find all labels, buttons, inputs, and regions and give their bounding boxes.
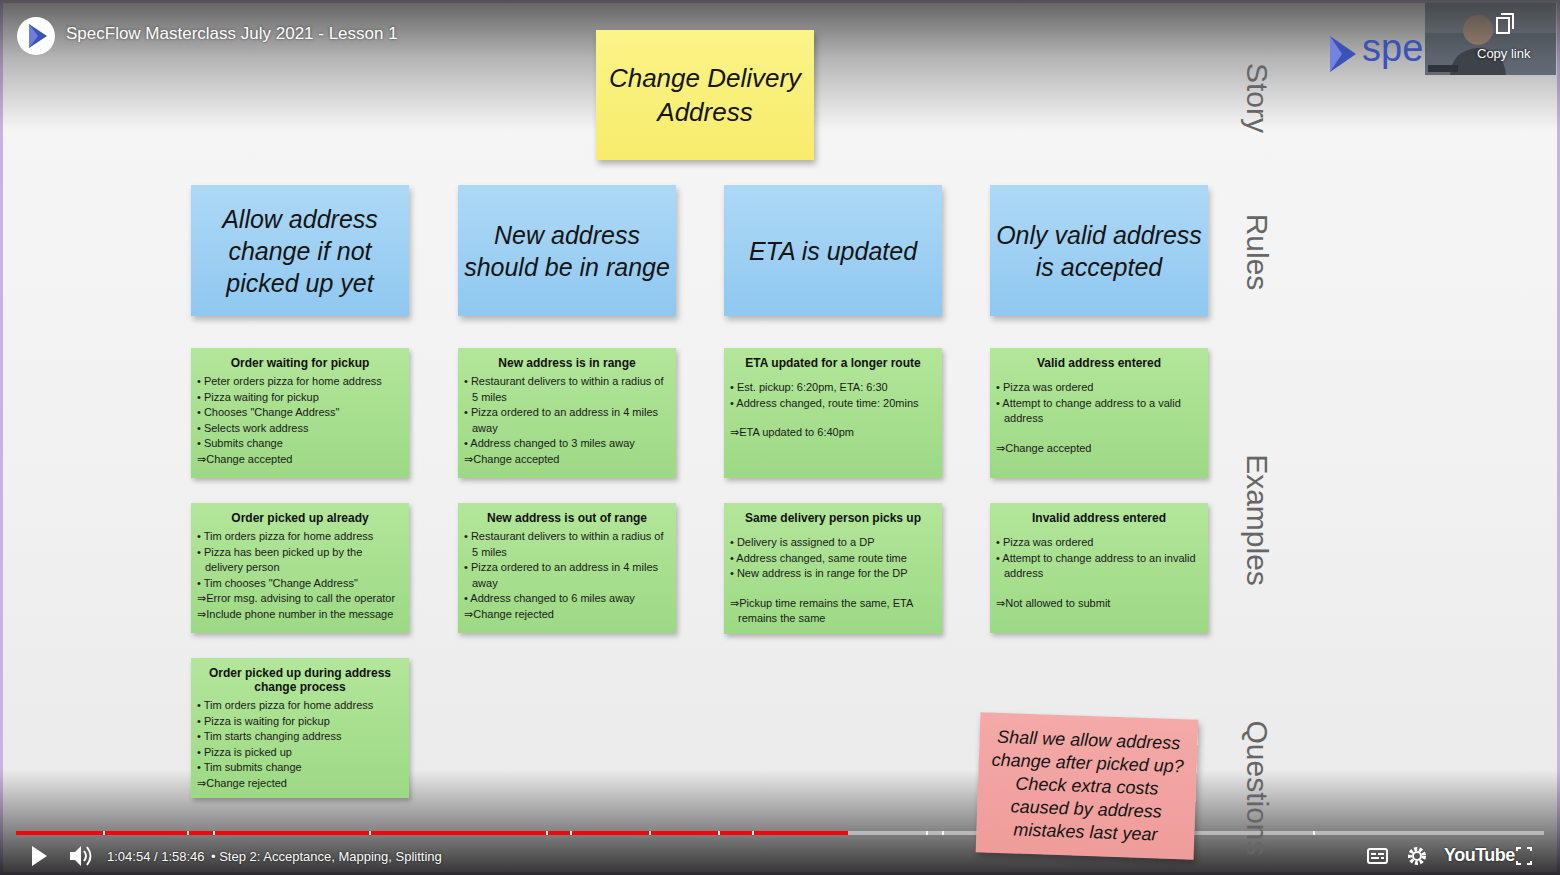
example-card: Order picked up during address change pr… [191, 658, 409, 798]
card-bullet: • Address changed, route time: 20mins [730, 396, 936, 412]
card-bullet: • Tim submits change [197, 760, 403, 776]
time-display: 1:04:54 / 1:58:46 [107, 849, 205, 864]
rule-sticky: New address should be in range [458, 185, 676, 316]
card-heading: Valid address entered [996, 356, 1202, 370]
card-bullet: • Pizza ordered to an address in 4 miles… [464, 560, 670, 591]
card-bullet: • Attempt to change address to a valid a… [996, 396, 1202, 427]
card-bullet: ⇒Change rejected [464, 607, 670, 623]
sticky-text: New address should be in range [464, 219, 670, 283]
card-bullet: • Selects work address [197, 421, 403, 437]
card-bullet: • Pizza was ordered [996, 535, 1202, 551]
sticky-text: Shall we allow address change after pick… [984, 725, 1190, 847]
card-heading: Invalid address entered [996, 511, 1202, 525]
card-heading: New address is out of range [464, 511, 670, 525]
example-card: Invalid address entered • Pizza was order… [990, 503, 1208, 633]
card-heading: Order picked up already [197, 511, 403, 525]
sticky-text: ETA is updated [749, 235, 917, 267]
card-bullet: ⇒Error msg. advising to call the operato… [197, 591, 403, 607]
card-bullet: • Restaurant delivers to within a radius… [464, 374, 670, 405]
card-bullet: ⇒Change accepted [464, 452, 670, 468]
chapter-title: • Step 2: Acceptance, Mapping, Splitting [211, 849, 442, 864]
card-bullet: • Pizza is waiting for pickup [197, 714, 403, 730]
question-sticky: Shall we allow address change after pick… [976, 712, 1199, 860]
card-bullet: • Pizza was ordered [996, 380, 1202, 396]
card-heading: ETA updated for a longer route [730, 356, 936, 370]
story-sticky: Change Delivery Address [596, 30, 814, 160]
lane-label: Examples [1240, 454, 1274, 586]
youtube-logo: YouTube [1444, 845, 1515, 866]
card-bullet: • Est. pickup: 6:20pm, ETA: 6:30 [730, 380, 936, 396]
card-bullet: • Tim orders pizza for home address [197, 529, 403, 545]
video-title: SpecFlow Masterclass July 2021 - Lesson … [66, 24, 398, 44]
example-card: Valid address entered • Pizza was ordered… [990, 348, 1208, 478]
card-bullet: • Pizza is picked up [197, 745, 403, 761]
card-bullet: ⇒Include phone number in the message [197, 607, 403, 623]
card-bullet: ⇒Change rejected [197, 776, 403, 792]
card-bullet: • Submits change [197, 436, 403, 452]
example-card: New address is out of range • Restaurant … [458, 503, 676, 633]
rule-sticky: ETA is updated [724, 185, 942, 316]
card-bullet: • Address changed to 3 miles away [464, 436, 670, 452]
card-bullet: • Tim starts changing address [197, 729, 403, 745]
logo-text: spe [1362, 28, 1423, 68]
card-bullet: • Attempt to change address to an invali… [996, 551, 1202, 582]
card-bullet: ⇒Change accepted [996, 441, 1202, 457]
card-bullet: • New address is in range for the DP [730, 566, 936, 582]
lane-label: Questions [1240, 720, 1274, 855]
example-card: ETA updated for a longer route • Est. pic… [724, 348, 942, 478]
card-bullet: • Chooses "Change Address" [197, 405, 403, 421]
card-heading: Order waiting for pickup [197, 356, 403, 370]
card-bullet: • Tim chooses "Change Address" [197, 576, 403, 592]
card-bullet: • Pizza ordered to an address in 4 miles… [464, 405, 670, 436]
card-heading: New address is in range [464, 356, 670, 370]
card-bullet: • Peter orders pizza for home address [197, 374, 403, 390]
card-bullet: ⇒Change accepted [197, 452, 403, 468]
example-card: Order picked up already • Tim orders pizz… [191, 503, 409, 633]
lane-label: Story [1240, 63, 1274, 133]
example-card: Order waiting for pickup • Peter orders p… [191, 348, 409, 478]
copy-link: Copy link [1477, 46, 1530, 61]
card-bullet: • Address changed, same route time [730, 551, 936, 567]
card-bullet: • Delivery is assigned to a DP [730, 535, 936, 551]
card-bullet: ⇒Not allowed to submit [996, 596, 1202, 612]
card-bullet: • Restaurant delivers to within a radius… [464, 529, 670, 560]
example-card: Same delivery person picks up • Delivery … [724, 503, 942, 634]
card-bullet: • Address changed to 6 miles away [464, 591, 670, 607]
card-bullet: • Pizza has been picked up by the delive… [197, 545, 403, 576]
card-heading: Same delivery person picks up [730, 511, 936, 525]
card-bullet: ⇒ETA updated to 6:40pm [730, 425, 936, 441]
card-bullet: • Pizza waiting for pickup [197, 390, 403, 406]
card-bullet: • Tim orders pizza for home address [197, 698, 403, 714]
sticky-text: Only valid address is accepted [996, 219, 1202, 283]
example-card: New address is in range • Restaurant deli… [458, 348, 676, 478]
sticky-text: Change Delivery Address [604, 61, 806, 129]
card-heading: Order picked up during address change pr… [197, 666, 403, 694]
lane-label: Rules [1240, 214, 1274, 291]
card-bullet: ⇒Pickup time remains the same, ETA remai… [730, 596, 936, 627]
sticky-text: Allow address change if not picked up ye… [197, 203, 403, 299]
rule-sticky: Only valid address is accepted [990, 185, 1208, 316]
rule-sticky: Allow address change if not picked up ye… [191, 185, 409, 316]
